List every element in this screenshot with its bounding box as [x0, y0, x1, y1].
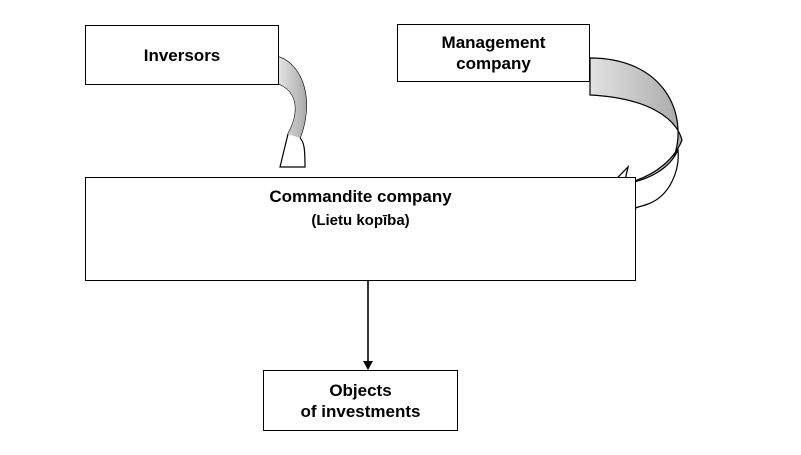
management-label-line1: Management [441, 33, 546, 52]
management-company-node: Management company [397, 24, 590, 82]
inversors-node: Inversors [85, 25, 279, 85]
objects-of-investments-node: Objects of investments [263, 370, 458, 431]
objects-label-line1: Objects [329, 380, 392, 400]
objects-label-line2: of investments [300, 401, 421, 421]
management-label-line2: company [456, 54, 531, 73]
commandite-subtitle: (Lietu kopība) [311, 212, 410, 229]
commandite-title: Commandite company [269, 187, 452, 206]
inversors-to-commandite-arrow [278, 56, 307, 168]
inversors-label: Inversors [143, 45, 221, 65]
commandite-company-node: Commandite company (Lietu kopība) [85, 177, 636, 281]
commandite-to-objects-arrow [363, 281, 373, 370]
